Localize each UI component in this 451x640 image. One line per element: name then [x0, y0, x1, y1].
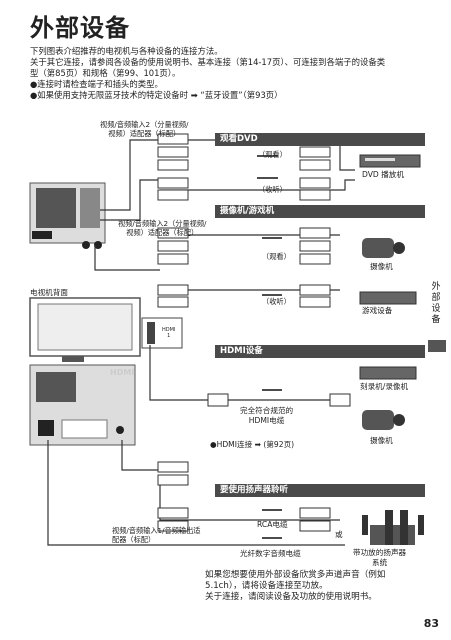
label-dvd-player: DVD 播放机 [362, 170, 404, 179]
label-rca-cable: RCA电缆 [257, 520, 288, 529]
hdmi-plugs [207, 393, 351, 407]
camcorder-device [362, 238, 405, 258]
label-watch: （观看） [258, 150, 287, 159]
intro-line: 型（第85页）和规格（第99、101页）。 [30, 68, 181, 78]
tv-rear-panel-lower [29, 364, 136, 446]
camcorder-device-2 [362, 410, 405, 430]
intro-text: 下列图表介绍推荐的电视机与各种设备的连接方法。 关于其它连接，请参阅各设备的使用… [30, 46, 425, 101]
cables-dvd [100, 139, 355, 221]
label-optical-cable: 光纤数字音频电缆 [240, 549, 301, 558]
hdmi-link-note: ●HDMI连接 ➡ (第92页) [210, 440, 295, 449]
amplifier-speakers [362, 510, 424, 545]
section-camcorder: 摄像机/游戏机 [215, 205, 425, 218]
tv-panel-logo: HDMI [110, 368, 135, 377]
page-number: 83 [423, 617, 439, 630]
tv-outline [29, 297, 183, 362]
sidebar-tab: 外 部 设 备 [431, 282, 441, 325]
game-device [359, 291, 417, 305]
label-tv-rear: 电视机背面 [30, 288, 68, 297]
sidebar-marker [428, 340, 446, 352]
bottom-note: 如果您想要使用外部设备欣赏多声道声音（例如5.1ch），请将设备连接至功放。 关… [205, 570, 386, 602]
section-speaker: 要使用扬声器聆听 [215, 484, 425, 497]
section-dvd: 观看DVD [215, 133, 425, 146]
adapter-label-middle: 视频/音频输入2（分量视频/ 视频）适配器（标配） [118, 219, 207, 237]
label-camcorder-2: 摄像机 [370, 436, 393, 445]
plug-group-camcorder [157, 227, 331, 308]
label-game-device: 游戏设备 [362, 306, 393, 315]
section-hdmi: HDMI设备 [215, 345, 425, 358]
intro-line: ●连接时请检查端子和插头的类型。 [30, 79, 163, 89]
label-camcorder: 摄像机 [370, 262, 393, 271]
intro-line: ●如果使用支持无限蓝牙技术的特定设备时 ➡ “蓝牙设置”（第93页） [30, 90, 283, 100]
label-amplifier: 带功放的扬声器 系统 [353, 548, 407, 567]
page-title: 外部设备 [30, 14, 130, 42]
tv-rear-panel-upper [29, 182, 106, 249]
label-or: 或 [335, 530, 343, 539]
label-recorder: 刻录机/录像机 [360, 382, 409, 391]
label-watch: （观看） [262, 252, 291, 261]
recorder-device [359, 366, 417, 380]
plug-group-speaker [157, 461, 331, 532]
hdmi-port-label: HDMI 1 [162, 327, 176, 339]
dvd-player [359, 154, 421, 168]
intro-line: 关于其它连接，请参阅各设备的使用说明书、基本连接（第14-17页）、可连接到各端… [30, 57, 386, 67]
label-listen: （收听） [262, 297, 291, 306]
adapter-label-bottom: 视频/音频输入1/音频输出适 配器（标配） [112, 526, 201, 544]
cables-speaker [47, 440, 345, 546]
adapter-label-top: 视频/音频输入2（分量视频/ 视频）适配器（标配） [100, 120, 189, 138]
cable-hdmi [149, 345, 345, 401]
label-listen: （收听） [258, 185, 287, 194]
label-hdmi-cable: 完全符合规范的 HDMI电缆 [240, 406, 294, 425]
intro-line: 下列图表介绍推荐的电视机与各种设备的连接方法。 [30, 46, 223, 56]
